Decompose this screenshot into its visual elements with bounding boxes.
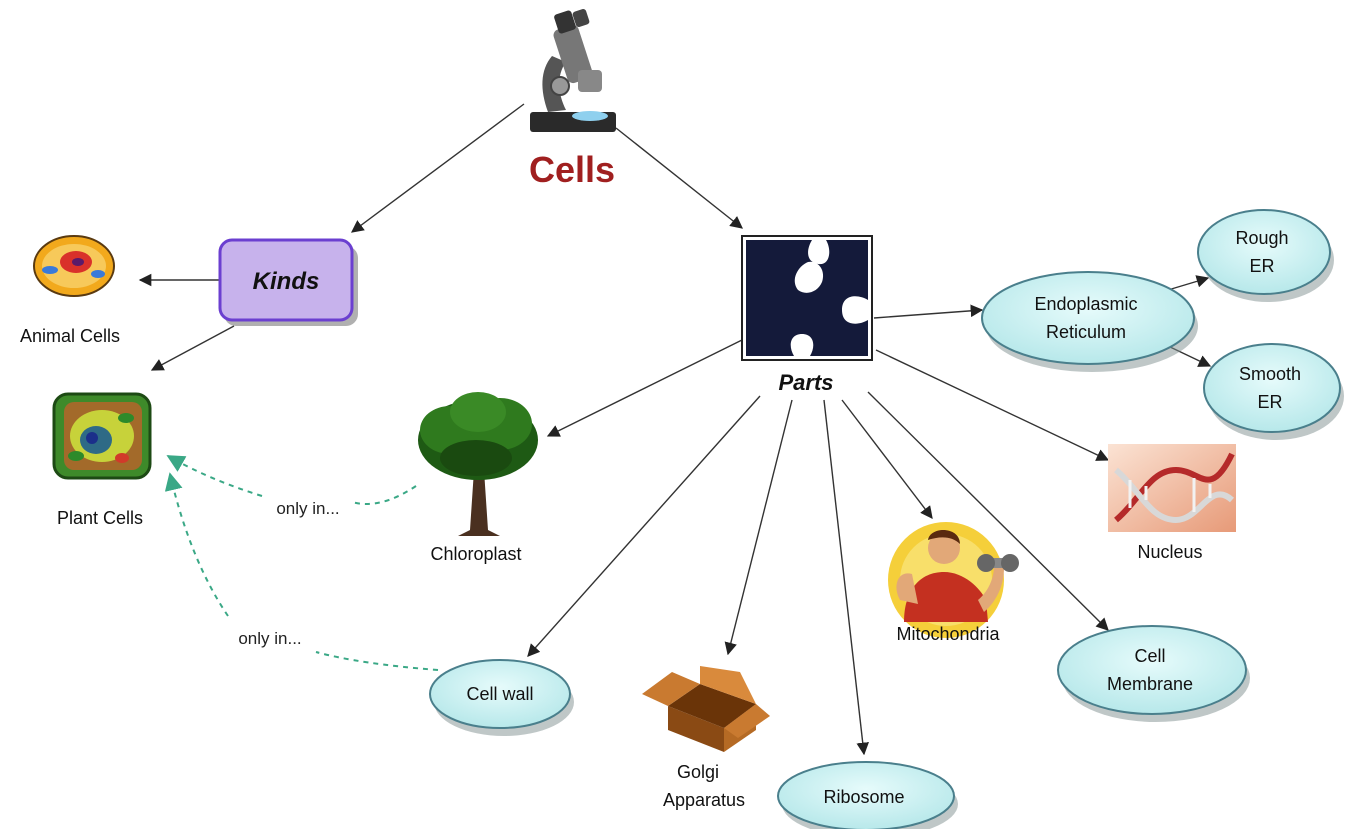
only-in-label-1: only in... — [276, 499, 339, 518]
puzzle-icon — [741, 235, 873, 361]
cell-membrane-label-line1: Cell — [1134, 646, 1165, 666]
chloroplast-label: Chloroplast — [430, 544, 521, 564]
arrow-parts-to-chloroplast — [546, 339, 743, 437]
microscope-icon — [530, 9, 616, 132]
dashed-cellwall-to-plant-2 — [164, 472, 229, 617]
arrow-parts-to-mitochondria — [841, 399, 933, 520]
animal-cells-label: Animal Cells — [20, 326, 120, 346]
animal-cell-icon — [33, 235, 115, 297]
er-label-line1: Endoplasmic — [1034, 294, 1137, 314]
dashed-cellwall-to-plant — [315, 651, 439, 671]
mitochondria-label: Mitochondria — [896, 624, 1000, 644]
tree-icon — [418, 392, 538, 536]
dashed-connectors — [164, 455, 439, 671]
golgi-label-line1: Golgi — [677, 762, 719, 782]
plant-cell-icon — [52, 392, 152, 480]
endoplasmic-reticulum-node[interactable]: Endoplasmic Reticulum — [981, 271, 1198, 372]
arrow-cells-to-kinds — [350, 103, 525, 233]
cell-membrane-node[interactable]: Cell Membrane — [1057, 625, 1250, 722]
dashed-chloroplast-to-plant — [351, 485, 417, 505]
weightlifter-icon — [888, 522, 1019, 638]
arrow-parts-to-golgi — [724, 399, 793, 656]
nucleus-label: Nucleus — [1137, 542, 1202, 562]
ribosome-node[interactable]: Ribosome — [777, 761, 958, 834]
only-in-label-2: only in... — [238, 629, 301, 648]
rough-er-label-line1: Rough — [1235, 228, 1288, 248]
cell-membrane-label-line2: Membrane — [1107, 674, 1193, 694]
box-icon — [642, 666, 770, 752]
arrow-parts-to-ribosome — [823, 399, 869, 756]
cell-wall-node[interactable]: Cell wall — [429, 659, 574, 736]
er-label-line2: Reticulum — [1046, 322, 1126, 342]
kinds-label: Kinds — [253, 268, 320, 295]
golgi-label-line2: Apparatus — [663, 790, 745, 810]
arrow-cells-to-parts — [615, 127, 743, 229]
smooth-er-label-line2: ER — [1257, 392, 1282, 412]
dna-icon — [1108, 444, 1236, 532]
kinds-node[interactable]: Kinds — [218, 238, 358, 326]
smooth-er-label-line1: Smooth — [1239, 364, 1301, 384]
smooth-er-node[interactable]: Smooth ER — [1203, 343, 1344, 440]
dashed-chloroplast-to-plant-2 — [166, 455, 263, 497]
plant-cells-label: Plant Cells — [57, 508, 143, 528]
rough-er-node[interactable]: Rough ER — [1197, 209, 1334, 302]
connectors — [138, 103, 1212, 756]
arrow-parts-to-er — [873, 304, 984, 319]
rough-er-label-line2: ER — [1249, 256, 1274, 276]
diagram-title: Cells — [529, 149, 615, 190]
ribosome-label: Ribosome — [823, 787, 904, 807]
cell-wall-label: Cell wall — [466, 684, 533, 704]
parts-label: Parts — [778, 370, 833, 395]
arrow-er-to-rough — [1167, 275, 1210, 291]
arrow-parts-to-cell-membrane — [867, 391, 1109, 631]
arrow-parts-to-cell-wall — [527, 395, 761, 657]
arrow-parts-to-nucleus — [875, 349, 1110, 461]
arrow-kinds-to-plant — [150, 325, 235, 371]
